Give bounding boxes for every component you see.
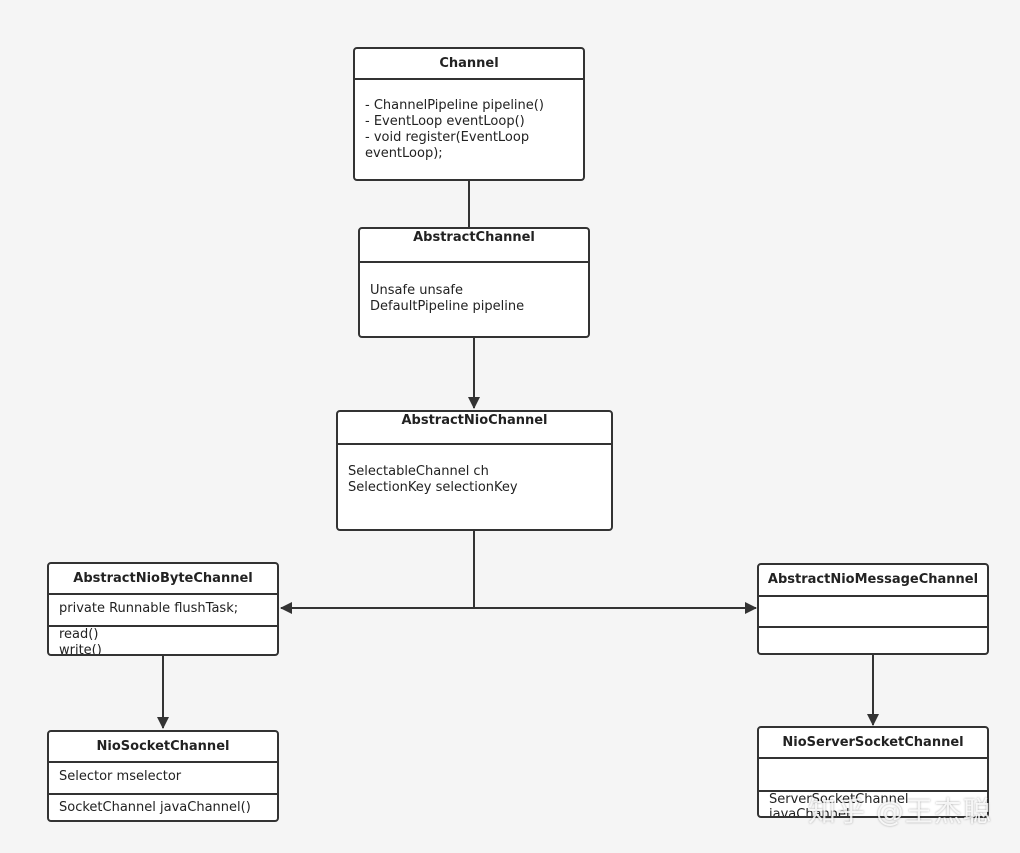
class-methods: SocketChannel javaChannel() — [49, 793, 277, 820]
class-methods: ServerSocketChannel javaChannel — [759, 790, 987, 816]
class-title: Channel — [355, 49, 583, 80]
class-title: AbstractNioByteChannel — [49, 564, 277, 595]
class-nio-socket-channel[interactable]: NioSocketChannel Selector mselector Sock… — [47, 730, 279, 822]
class-title: AbstractNioChannel — [338, 412, 611, 445]
class-title: AbstractChannel — [360, 229, 588, 263]
class-methods — [759, 626, 987, 653]
class-title: NioSocketChannel — [49, 732, 277, 763]
class-abstract-nio-channel[interactable]: AbstractNioChannel SelectableChannel ch … — [336, 410, 613, 531]
class-members: SelectableChannel ch SelectionKey select… — [348, 464, 518, 495]
watermark: 知乎 @王杰聪 — [808, 795, 992, 828]
class-abstract-nio-byte-channel[interactable]: AbstractNioByteChannel private Runnable … — [47, 562, 279, 656]
class-abstract-channel[interactable]: AbstractChannel Unsafe unsafe DefaultPip… — [358, 227, 590, 338]
class-title: NioServerSocketChannel — [759, 728, 987, 759]
class-fields: Selector mselector — [59, 769, 182, 784]
class-fields: private Runnable flushTask; — [59, 601, 239, 616]
class-members: Unsafe unsafe DefaultPipeline pipeline — [370, 283, 525, 314]
class-channel[interactable]: Channel - ChannelPipeline pipeline() - E… — [353, 47, 585, 181]
class-members: - ChannelPipeline pipeline() - EventLoop… — [365, 98, 544, 161]
class-methods: read() write() — [49, 625, 277, 654]
class-title: AbstractNioMessageChannel — [759, 565, 987, 597]
class-fields — [759, 759, 987, 790]
class-abstract-nio-message-channel[interactable]: AbstractNioMessageChannel — [757, 563, 989, 655]
class-fields — [759, 597, 987, 626]
class-nio-server-socket-channel[interactable]: NioServerSocketChannel ServerSocketChann… — [757, 726, 989, 818]
